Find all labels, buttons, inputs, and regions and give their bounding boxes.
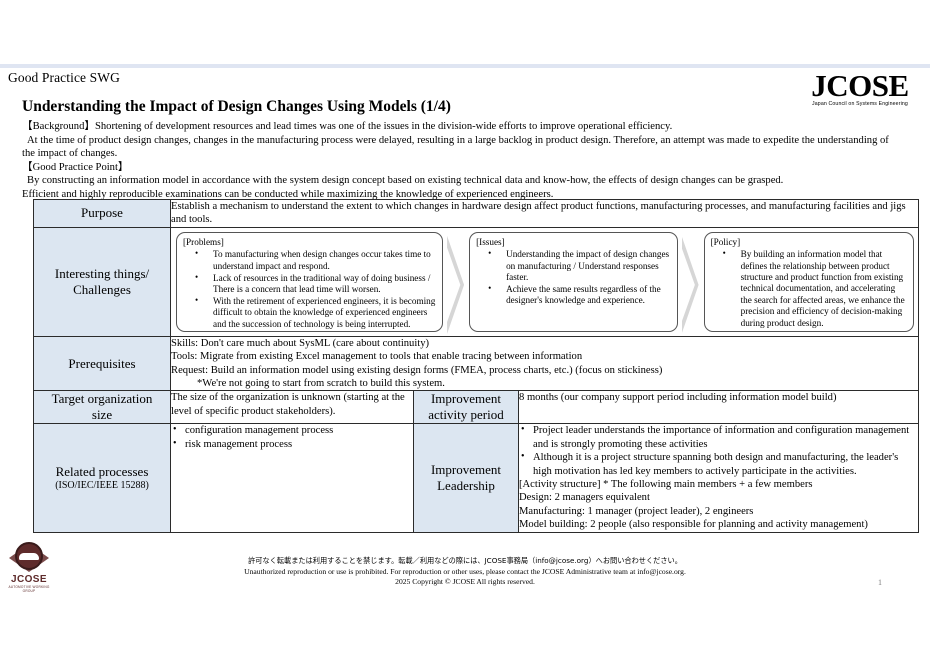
footer-english-notice: Unauthorized reproduction or use is proh… (244, 566, 686, 576)
issues-box: [Issues] Understanding the impact of des… (469, 231, 678, 332)
related-processes-cell: configuration management process risk ma… (170, 423, 414, 533)
list-item: Project leader understands the importanc… (519, 423, 918, 451)
table-row-related-processes: Related processes (ISO/IEC/IEEE 15288) c… (33, 423, 920, 533)
policy-list: By building an information model that de… (711, 248, 907, 329)
row-label-related-processes-main: Related processes (55, 464, 149, 480)
prerequisites-request: Request: Build an information model usin… (171, 364, 663, 376)
prerequisites-cell: Skills: Don't care much about SysML (car… (169, 335, 920, 392)
problems-list: To manufacturing when design changes occ… (183, 248, 436, 330)
list-item: Although it is a project structure spann… (519, 450, 918, 478)
improvement-leadership-cell: Project leader understands the importanc… (517, 423, 920, 533)
row-label-improvement-period-line1: Improvement (430, 391, 502, 407)
list-item: With the retirement of experienced engin… (183, 295, 436, 330)
jcose-automotive-emblem: JCOSE AUTOMOTIVE WORKING GROUP (2, 542, 56, 593)
intro-gp-point-line2: Efficient and highly reproducible examin… (22, 188, 554, 200)
emblem-subtitle: AUTOMOTIVE WORKING GROUP (8, 585, 50, 593)
list-item: By building an information model that de… (711, 248, 907, 329)
activity-structure-heading: [Activity structure] * The following mai… (519, 479, 813, 491)
intro-gp-point-line1: By constructing an information model in … (27, 175, 784, 187)
improvement-leadership-list: Project leader understands the importanc… (519, 423, 918, 478)
prerequisites-tools: Tools: Migrate from existing Excel manag… (171, 351, 583, 363)
list-item: Achieve the same results regardless of t… (476, 283, 671, 307)
good-practice-table: Purpose Establish a mechanism to underst… (33, 199, 920, 533)
row-label-improvement-leadership-line1: Improvement (430, 462, 502, 478)
prerequisites-skills: Skills: Don't care much about SysML (car… (171, 337, 430, 349)
activity-structure-design: Design: 2 managers equivalent (519, 492, 650, 504)
row-label-improvement-period: Improvement activity period (413, 390, 519, 425)
chevron-arrow-icon-1 (443, 232, 469, 332)
row-label-improvement-period-line2: activity period (428, 407, 504, 423)
challenges-cell: [Problems] To manufacturing when design … (169, 226, 920, 337)
target-org-text: The size of the organization is unknown … (170, 390, 414, 425)
list-item: Lack of resources in the traditional way… (183, 272, 436, 296)
issues-heading: [Issues] (476, 236, 505, 247)
row-label-challenges-line1: Interesting things/ (54, 265, 150, 281)
emblem-name: JCOSE (11, 574, 47, 585)
footer-japanese-notice: 許可なく転載または利用することを禁じます。転載／利用などの際には、JCOSE事務… (248, 556, 682, 565)
row-label-challenges: Interesting things/ Challenges (33, 226, 171, 337)
intro-gp-point-heading: 【Good Practice Point】 (22, 161, 129, 173)
table-row-challenges: Interesting things/ Challenges [Problems… (33, 226, 920, 337)
intro-background-end: the impact of changes. (22, 148, 118, 160)
car-icon (19, 553, 39, 560)
problems-box: [Problems] To manufacturing when design … (176, 231, 444, 332)
jcose-logo: JCOSE Japan Council on Systems Engineeri… (794, 70, 926, 107)
intro-paragraphs: 【Background】Shortening of development re… (22, 120, 918, 202)
problems-heading: [Problems] (183, 236, 224, 247)
purpose-text: Establish a mechanism to understand the … (169, 199, 920, 228)
prerequisites-note: *We're not going to start from scratch t… (197, 378, 445, 390)
challenges-flow: [Problems] To manufacturing when design … (171, 228, 918, 336)
list-item: configuration management process (171, 423, 413, 437)
list-item: risk management process (171, 437, 413, 451)
list-item: Understanding the impact of design chang… (476, 248, 671, 283)
table-row-prerequisites: Prerequisites Skills: Don't care much ab… (33, 335, 920, 392)
list-item: To manufacturing when design changes occ… (183, 248, 436, 272)
row-label-prerequisites: Prerequisites (33, 335, 171, 392)
emblem-badge-icon (6, 542, 52, 574)
jcose-logo-tagline: Japan Council on Systems Engineering (812, 101, 908, 107)
table-row-target-org: Target organization size The size of the… (33, 390, 920, 425)
page-number: 1 (878, 578, 882, 587)
policy-heading: [Policy] (710, 236, 741, 247)
activity-structure-model-building: Model building: 2 people (also responsib… (519, 519, 868, 531)
improvement-period-text: 8 months (our company support period inc… (517, 390, 920, 425)
top-accent-band (0, 64, 930, 68)
row-label-improvement-leadership-line2: Leadership (437, 478, 495, 494)
row-label-related-processes: Related processes (ISO/IEC/IEEE 15288) (33, 423, 171, 533)
row-label-target-org: Target organization size (33, 390, 171, 425)
footer-copyright: 2025 Copyright © JCOSE All rights reserv… (395, 577, 535, 587)
swg-label: Good Practice SWG (8, 70, 120, 85)
policy-box: [Policy] By building an information mode… (703, 231, 915, 332)
related-processes-list: configuration management process risk ma… (171, 423, 413, 451)
row-label-purpose: Purpose (33, 199, 171, 228)
activity-structure-manufacturing: Manufacturing: 1 manager (project leader… (519, 505, 754, 517)
row-label-related-processes-standard: (ISO/IEC/IEEE 15288) (55, 480, 149, 492)
table-row-purpose: Purpose Establish a mechanism to underst… (33, 199, 920, 228)
issues-list: Understanding the impact of design chang… (476, 248, 671, 307)
row-label-challenges-line2: Challenges (73, 281, 131, 297)
chevron-arrow-icon-2 (678, 232, 704, 332)
footer: 許可なく転載または利用することを禁じます。転載／利用などの際には、JCOSE事務… (0, 556, 930, 588)
jcose-logo-word: JCOSE (811, 68, 909, 103)
row-label-improvement-leadership: Improvement Leadership (413, 423, 519, 533)
intro-background-line: 【Background】Shortening of development re… (22, 121, 673, 132)
row-label-target-org-line2: size (91, 407, 113, 423)
intro-background-cont: At the time of product design changes, c… (27, 134, 889, 146)
row-label-target-org-line1: Target organization (51, 391, 153, 407)
page-title: Understanding the Impact of Design Chang… (22, 98, 451, 115)
